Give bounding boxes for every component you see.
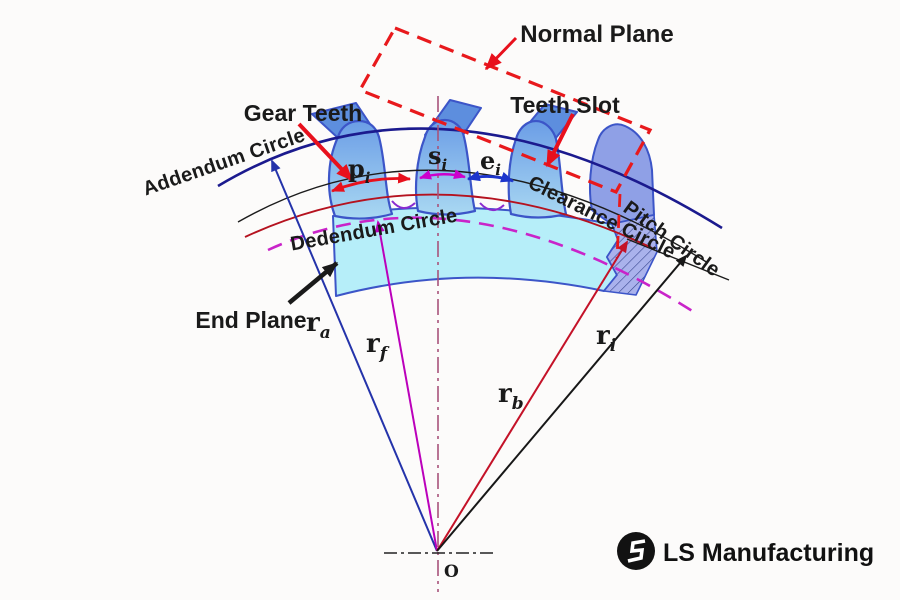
fracture-face bbox=[603, 214, 658, 296]
gear-teeth-label: Gear Teeth bbox=[244, 100, 362, 126]
dedendum-radius-label: rf bbox=[366, 329, 390, 364]
teeth-slot-label: Teeth Slot bbox=[510, 92, 620, 118]
logo-text: LS Manufacturing bbox=[663, 539, 874, 567]
normal-plane-label: Normal Plane bbox=[520, 21, 673, 48]
inner-radius-line bbox=[436, 254, 688, 552]
addendum-radius-line bbox=[271, 159, 438, 552]
dedendum-radius-line bbox=[374, 220, 438, 552]
base-radius-line bbox=[436, 240, 629, 552]
tooth-thickness-label: si bbox=[428, 141, 448, 174]
end-plane-label: End Plane bbox=[195, 307, 306, 333]
gear-tooth bbox=[327, 119, 394, 220]
end-plane-arrow bbox=[287, 261, 339, 305]
normal-plane-arrow bbox=[484, 36, 518, 71]
slot-root-accent bbox=[479, 202, 505, 211]
base-radius-label: rb bbox=[498, 379, 524, 414]
brand-logo: LS Manufacturing bbox=[617, 532, 874, 570]
slot-width-dimension-arrow bbox=[466, 170, 515, 183]
addendum-radius-label: ra bbox=[306, 308, 331, 343]
tooth-thickness-dimension-arrow bbox=[419, 169, 466, 180]
inner-radius-label: ri bbox=[596, 321, 616, 356]
normal-plane-edge-extension bbox=[615, 193, 622, 259]
origin-label: O bbox=[444, 562, 459, 582]
dedendum-circle-arc bbox=[267, 216, 698, 316]
pitch-dimension-label: pi bbox=[348, 154, 371, 187]
slot-root-accent bbox=[391, 200, 416, 209]
teeth-slot-arrow bbox=[545, 113, 575, 168]
normal-plane-outline bbox=[357, 25, 653, 195]
slot-width-label: ei bbox=[480, 146, 501, 179]
addendum-circle-arc bbox=[217, 127, 723, 230]
clearance-circle-arc bbox=[244, 193, 653, 249]
ls-logo-monogram bbox=[627, 539, 646, 563]
gear-teeth-arrow bbox=[297, 122, 354, 182]
pitch-dimension-arrow bbox=[330, 172, 412, 193]
gear-tooth bbox=[414, 118, 477, 216]
